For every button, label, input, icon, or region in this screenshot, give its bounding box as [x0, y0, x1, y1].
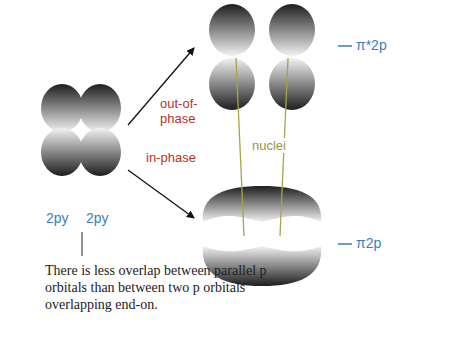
- edge-label: out-of-phase: [160, 96, 210, 126]
- nuclei-label: nuclei: [250, 138, 288, 153]
- edge-label: in-phase: [146, 150, 216, 165]
- orbital-label: π2p: [356, 235, 381, 251]
- p-orbital-pair: [41, 84, 121, 176]
- level-dash: [338, 243, 352, 245]
- leader-line: [82, 232, 83, 256]
- reaction-arrow: [128, 170, 194, 218]
- orbital-label: 2py: [46, 210, 69, 226]
- orbital-group: 2py 2py: [38, 85, 128, 230]
- orbital-label: 2py: [86, 210, 109, 226]
- nuclei-line: [236, 58, 244, 236]
- note-text: There is less overlap between parallel p…: [45, 262, 295, 313]
- orbital-label: π*2p: [356, 37, 387, 53]
- energy-level: π*2p: [198, 4, 398, 114]
- level-dash: [338, 45, 352, 47]
- antibonding-orbital: [209, 4, 315, 110]
